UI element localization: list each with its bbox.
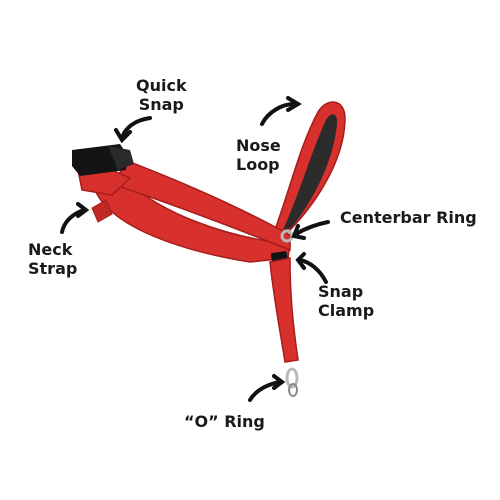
label-nose-loop-line-2: Loop	[236, 155, 280, 174]
quick-snap-arrowhead	[114, 128, 132, 144]
o-ring-arrowhead	[272, 374, 286, 390]
nose-loop-arrow	[260, 102, 296, 126]
label-nose-loop-line-1: Nose	[236, 136, 281, 155]
label-neck-strap-line-1: Neck	[28, 240, 73, 259]
label-snap-clamp: Snap Clamp	[318, 282, 374, 320]
label-snap-clamp-line-2: Clamp	[318, 301, 375, 320]
snap-clamp-arrow	[298, 258, 328, 284]
label-snap-clamp-line-1: Snap	[318, 282, 364, 301]
nose-loop-arrowhead	[286, 96, 302, 112]
lead-strap	[269, 257, 299, 363]
callout-arrows	[60, 96, 330, 402]
o-ring-arrow	[248, 380, 282, 402]
o-ring	[285, 367, 299, 397]
label-neck-strap-line-2: Strap	[28, 259, 78, 278]
neck-strap-arrowhead	[76, 202, 90, 218]
label-neck-strap: Neck Strap	[28, 240, 77, 278]
label-centerbar-ring: Centerbar Ring	[340, 208, 477, 227]
neck-strap	[77, 159, 291, 263]
nose-loop	[270, 101, 346, 240]
neck-strap-arrow	[60, 208, 86, 234]
label-centerbar-ring-text: Centerbar Ring	[340, 208, 477, 227]
label-o-ring: “O” Ring	[184, 412, 265, 431]
centerbar-ring-arrowhead	[291, 224, 306, 240]
label-nose-loop: Nose Loop	[236, 136, 281, 174]
label-quick-snap-line-1: Quick	[136, 76, 187, 95]
snap-clamp-arrowhead	[295, 252, 306, 270]
label-quick-snap-line-2: Snap	[138, 95, 184, 114]
label-o-ring-text: “O” Ring	[184, 412, 265, 431]
centerbar-ring-arrow	[294, 220, 330, 236]
label-quick-snap: Quick Snap	[136, 76, 187, 114]
quick-snap-buckle	[72, 144, 134, 176]
quick-snap-arrow	[120, 116, 152, 140]
